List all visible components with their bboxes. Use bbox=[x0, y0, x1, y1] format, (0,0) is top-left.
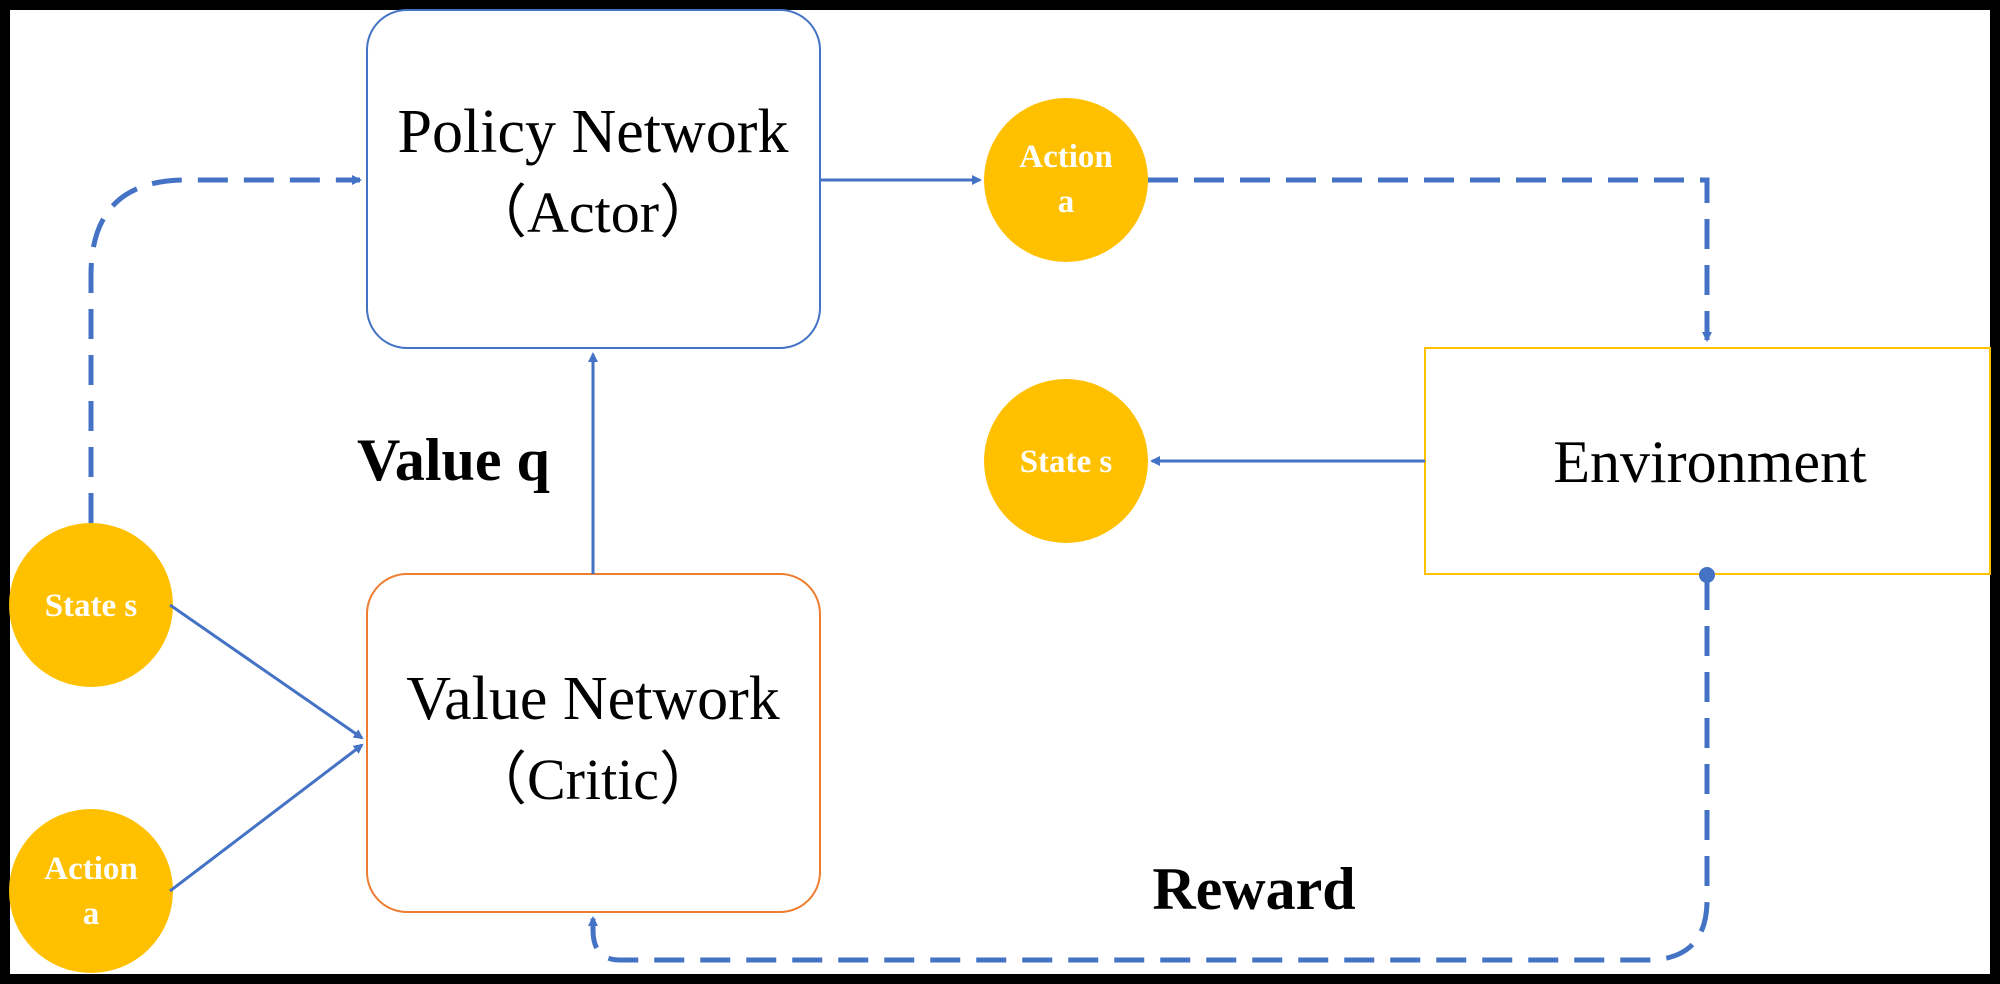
policy-network-label: Policy Network bbox=[398, 98, 789, 166]
reward-connector bbox=[588, 580, 1710, 963]
value-network-box bbox=[366, 573, 821, 913]
value-network-sublabel: （Critic） bbox=[469, 747, 717, 812]
action-to-value-connector bbox=[169, 743, 364, 893]
action-top-label: Action bbox=[1019, 139, 1113, 175]
action-to-environment-connector bbox=[1148, 177, 1712, 342]
action-left-label: Action bbox=[44, 851, 138, 887]
state-to-value-connector bbox=[169, 603, 364, 740]
state-right-label: State s bbox=[1020, 444, 1113, 480]
state-left-label: State s bbox=[45, 588, 138, 624]
policy-network-sublabel: （Actor） bbox=[469, 180, 717, 245]
value-network-label: Value Network bbox=[406, 665, 780, 733]
action-top-circle bbox=[984, 98, 1148, 262]
environment-box bbox=[1424, 347, 1991, 575]
policy-network-box bbox=[366, 9, 821, 349]
environment-label: Environment bbox=[1553, 429, 1867, 495]
state-to-policy-connector bbox=[88, 175, 362, 523]
state-left-circle bbox=[9, 523, 173, 687]
reward-origin-dot bbox=[1699, 567, 1715, 583]
reward-label: Reward bbox=[1152, 856, 1355, 922]
action-left-sublabel: a bbox=[83, 896, 100, 932]
state-right-circle bbox=[984, 379, 1148, 543]
action-left-circle bbox=[9, 809, 173, 973]
value-q-label: Value q bbox=[357, 427, 550, 493]
action-top-sublabel: a bbox=[1058, 184, 1075, 220]
